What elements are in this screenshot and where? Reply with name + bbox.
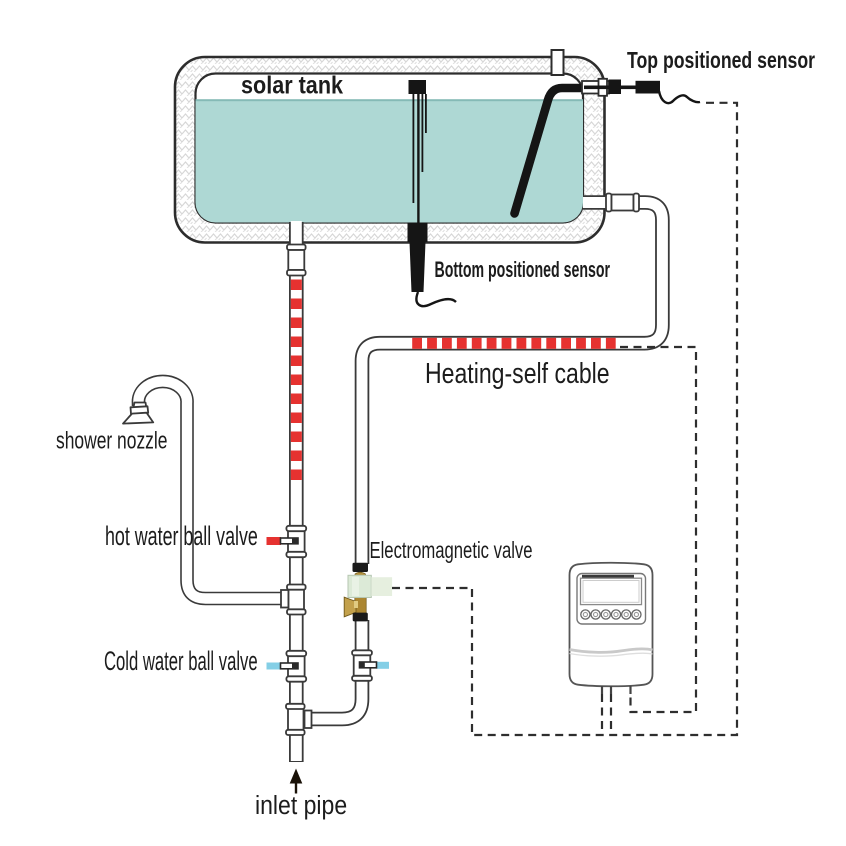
- svg-text:Cold water ball valve: Cold water ball valve: [104, 646, 258, 676]
- svg-text:hot water ball valve: hot water ball valve: [105, 520, 258, 551]
- svg-text:Electromagnetic valve: Electromagnetic valve: [370, 539, 533, 564]
- svg-text:solar tank: solar tank: [241, 71, 344, 99]
- svg-text:shower nozzle: shower nozzle: [56, 428, 167, 454]
- svg-text:Heating-self cable: Heating-self cable: [425, 356, 610, 389]
- svg-text:Top positioned sensor: Top positioned sensor: [627, 48, 815, 74]
- svg-text:Bottom positioned sensor: Bottom positioned sensor: [435, 257, 611, 282]
- svg-text:inlet pipe: inlet pipe: [255, 792, 347, 821]
